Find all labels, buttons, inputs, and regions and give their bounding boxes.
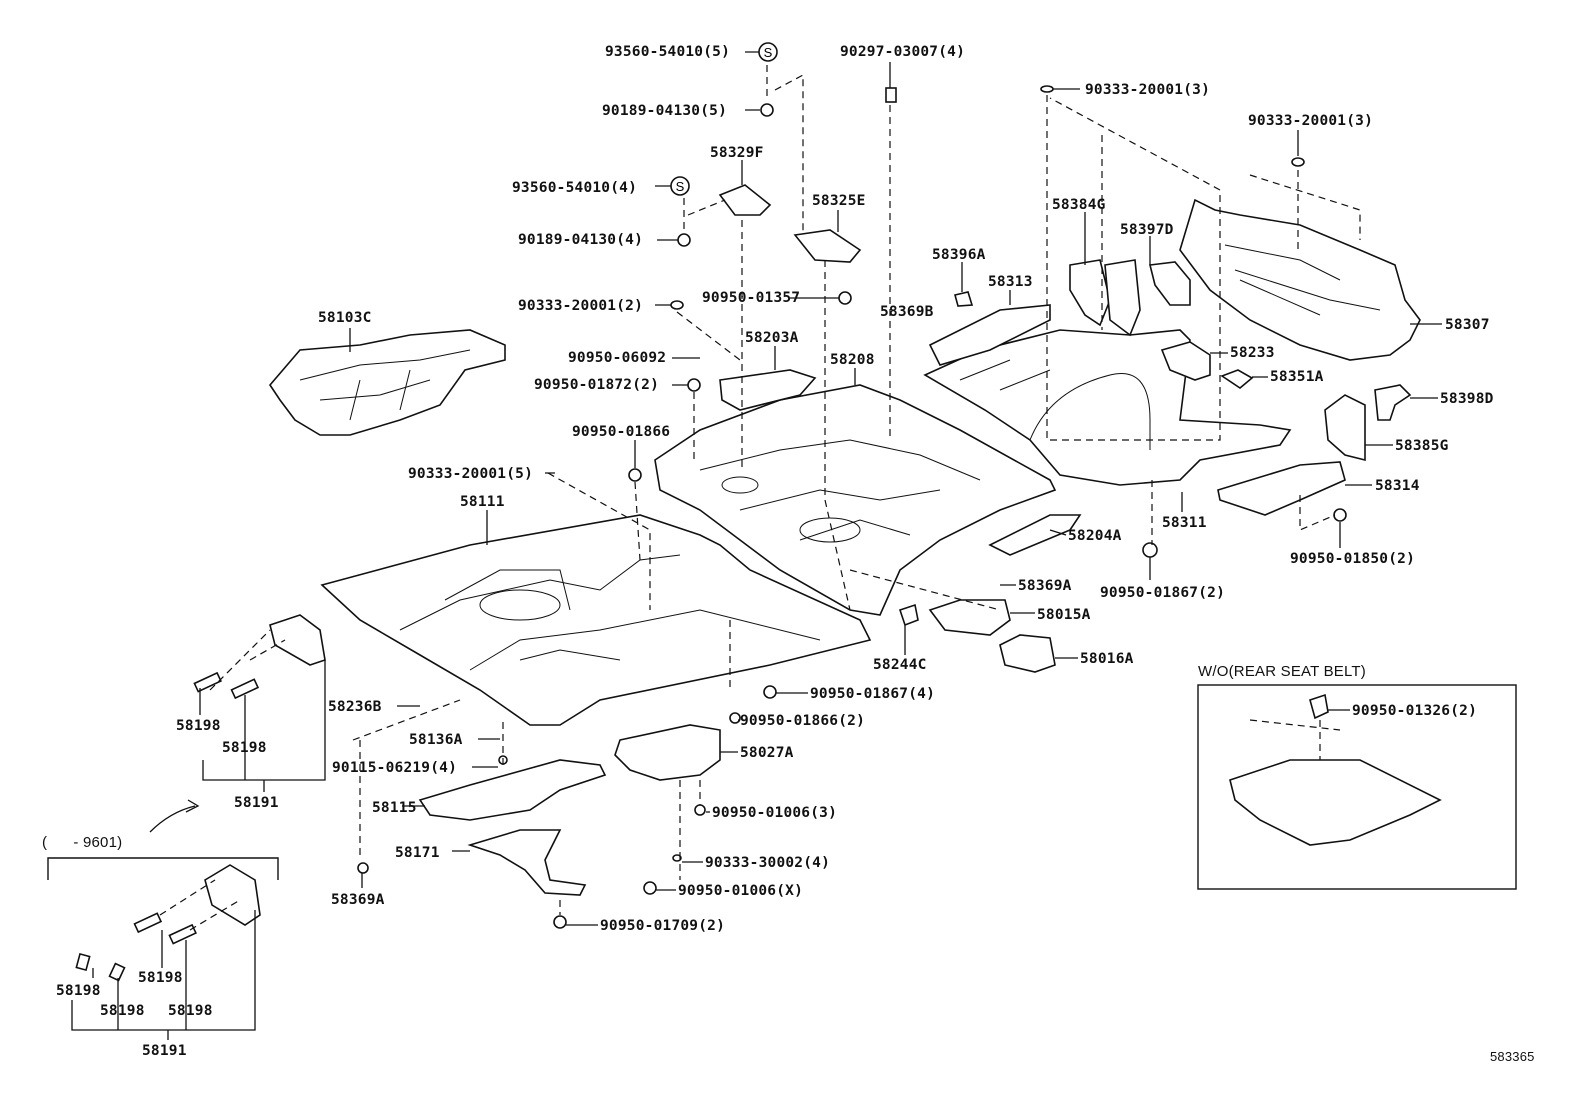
callout-58204a: 58204A <box>1068 528 1122 544</box>
part-58103c <box>268 329 506 436</box>
callout-58384g: 58384G <box>1052 197 1106 213</box>
callout-90950-06092: 90950-06092 <box>568 350 667 366</box>
callout-58203a: 58203A <box>745 330 799 346</box>
callout-58027a: 58027A <box>740 745 794 761</box>
callout-58015a: 58015A <box>1037 607 1091 623</box>
part-58208 <box>654 384 1057 616</box>
s-marker: S <box>764 45 773 60</box>
small-parts <box>204 184 1442 926</box>
callout-90950-01867-4: 90950-01867(4) <box>810 686 936 702</box>
callout-90950-01850-2: 90950-01850(2) <box>1290 551 1416 567</box>
callout-90950-01006-x: 90950-01006(X) <box>678 883 804 899</box>
callout-58325e: 58325E <box>812 193 866 209</box>
callout-90333-20001-3: 90333-20001(3) <box>1248 113 1374 129</box>
part-58307 <box>1179 198 1421 361</box>
callout-90950-01867-2: 90950-01867(2) <box>1100 585 1226 601</box>
callout-58191: 58191 <box>234 795 279 811</box>
callout-58136a: 58136A <box>409 732 463 748</box>
illustration-number: 583365 <box>1490 1049 1535 1064</box>
callout-58198: 58198 <box>138 970 183 986</box>
callout-58244c: 58244C <box>873 657 927 673</box>
callout-58329f: 58329F <box>710 145 764 161</box>
callout-58115: 58115 <box>372 800 417 816</box>
callout-58397d: 58397D <box>1120 222 1174 238</box>
callout-90950-01709-2: 90950-01709(2) <box>600 918 726 934</box>
callout-58398d: 58398D <box>1440 391 1494 407</box>
callout-58198: 58198 <box>168 1003 213 1019</box>
callout-90950-01326-2: 90950-01326(2) <box>1352 703 1478 719</box>
callout-58103c: 58103C <box>318 310 372 326</box>
callout-90950-01866-2: 90950-01866(2) <box>740 713 866 729</box>
callout-58191: 58191 <box>142 1043 187 1059</box>
leader-lines <box>47 51 1517 1040</box>
callout-58314: 58314 <box>1375 478 1420 494</box>
callout-58198: 58198 <box>100 1003 145 1019</box>
callout-58208: 58208 <box>830 352 875 368</box>
part-58311 <box>923 329 1292 486</box>
callout-58396a: 58396A <box>932 247 986 263</box>
callout-90950-01872-2: 90950-01872(2) <box>534 377 660 393</box>
date-range-note: ( - 9601) <box>42 834 123 851</box>
callout-90333-20001-3: 90333-20001(3) <box>1085 82 1211 98</box>
callout-90333-20001-2: 90333-20001(2) <box>518 298 644 314</box>
callout-90333-30002-4: 90333-30002(4) <box>705 855 831 871</box>
guide-lines <box>159 65 1361 931</box>
callout-90189-04130-4: 90189-04130(4) <box>518 232 644 248</box>
callout-90950-01866: 90950-01866 <box>572 424 671 440</box>
s-marker: S <box>676 179 685 194</box>
callout-58198: 58198 <box>56 983 101 999</box>
callout-58369a: 58369A <box>331 892 385 908</box>
callout-58313: 58313 <box>988 274 1033 290</box>
callout-90950-01006-3: 90950-01006(3) <box>712 805 838 821</box>
callout-90333-20001-5: 90333-20001(5) <box>408 466 534 482</box>
callout-90189-04130-5: 90189-04130(5) <box>602 103 728 119</box>
callout-58351a: 58351A <box>1270 369 1324 385</box>
callout-58198: 58198 <box>222 740 267 756</box>
callout-90950-01357: 90950-01357 <box>702 290 801 306</box>
callout-93560-54010-5: 93560-54010(5) <box>605 44 731 60</box>
callout-58171: 58171 <box>395 845 440 861</box>
callout-58385g: 58385G <box>1395 438 1449 454</box>
callout-58016a: 58016A <box>1080 651 1134 667</box>
inset-title: W/O(REAR SEAT BELT) <box>1198 663 1366 680</box>
part-58111 <box>320 514 872 726</box>
callout-58111: 58111 <box>460 494 505 510</box>
callout-58236b: 58236B <box>328 699 382 715</box>
callout-58369b: 58369B <box>880 304 934 320</box>
callout-58307: 58307 <box>1445 317 1490 333</box>
callout-90297-03007-4: 90297-03007(4) <box>840 44 966 60</box>
fasteners <box>75 42 1347 982</box>
callout-58369a: 58369A <box>1018 578 1072 594</box>
callout-58233: 58233 <box>1230 345 1275 361</box>
callout-90115-06219-4: 90115-06219(4) <box>332 760 458 776</box>
callout-93560-54010-4: 93560-54010(4) <box>512 180 638 196</box>
callout-58311: 58311 <box>1162 515 1207 531</box>
callout-58198: 58198 <box>176 718 221 734</box>
